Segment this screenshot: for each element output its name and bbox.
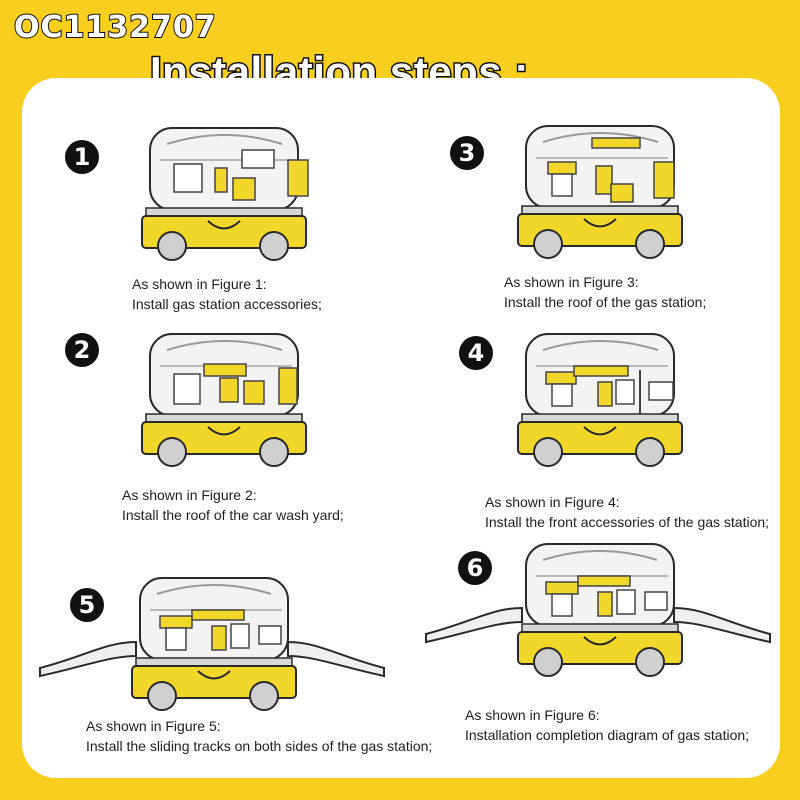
step-4-figure — [508, 326, 718, 476]
step-number-badge: 6 — [458, 551, 492, 585]
step-caption-line-1: As shown in Figure 4: — [485, 494, 620, 510]
case-with-tracks-icon — [39, 577, 385, 711]
step-caption-line-1: As shown in Figure 1: — [132, 276, 267, 292]
step-caption-line-1: As shown in Figure 3: — [504, 274, 639, 290]
step-caption-line-2: Install gas station accessories; — [132, 296, 322, 313]
step-number-badge: 3 — [450, 136, 484, 170]
step-6-figure — [418, 536, 778, 686]
step-5-figure — [32, 570, 392, 720]
step-2-figure — [132, 326, 342, 476]
step-2-caption: As shown in Figure 2: Install the roof o… — [122, 485, 344, 526]
step-1-caption: As shown in Figure 1: Install gas statio… — [132, 274, 322, 315]
step-caption-line-2: Install the roof of the gas station; — [504, 294, 707, 311]
step-4-caption: As shown in Figure 4: Install the front … — [485, 492, 769, 533]
case-diagram-icon — [141, 333, 307, 467]
step-1-figure — [132, 120, 342, 270]
step-caption-line-2: Install the front accessories of the gas… — [485, 514, 770, 531]
product-code: OC1132707 — [13, 9, 217, 46]
step-caption-line-2: Install the roof of the car wash yard; — [122, 507, 344, 524]
case-diagram-icon — [517, 333, 683, 467]
step-caption-line-1: As shown in Figure 5: — [86, 718, 221, 734]
step-number-badge: 5 — [70, 588, 104, 622]
step-3-figure — [508, 118, 718, 268]
case-diagram-icon — [517, 125, 683, 259]
case-diagram-icon — [141, 127, 309, 261]
step-number-badge: 1 — [65, 140, 99, 174]
step-caption-line-2: Installation completion diagram of gas s… — [465, 727, 750, 744]
step-caption-line-1: As shown in Figure 6: — [465, 707, 600, 723]
step-number-badge: 4 — [459, 336, 493, 370]
step-caption-line-2: Install the sliding tracks on both sides… — [86, 738, 433, 755]
step-5-caption: As shown in Figure 5: Install the slidin… — [86, 716, 432, 757]
case-with-tracks-icon — [425, 543, 771, 677]
step-3-caption: As shown in Figure 3: Install the roof o… — [504, 272, 706, 313]
step-caption-line-1: As shown in Figure 2: — [122, 487, 257, 503]
step-6-caption: As shown in Figure 6: Installation compl… — [465, 705, 749, 746]
step-number-badge: 2 — [65, 333, 99, 367]
instruction-panel: 1 As shown — [22, 78, 780, 778]
